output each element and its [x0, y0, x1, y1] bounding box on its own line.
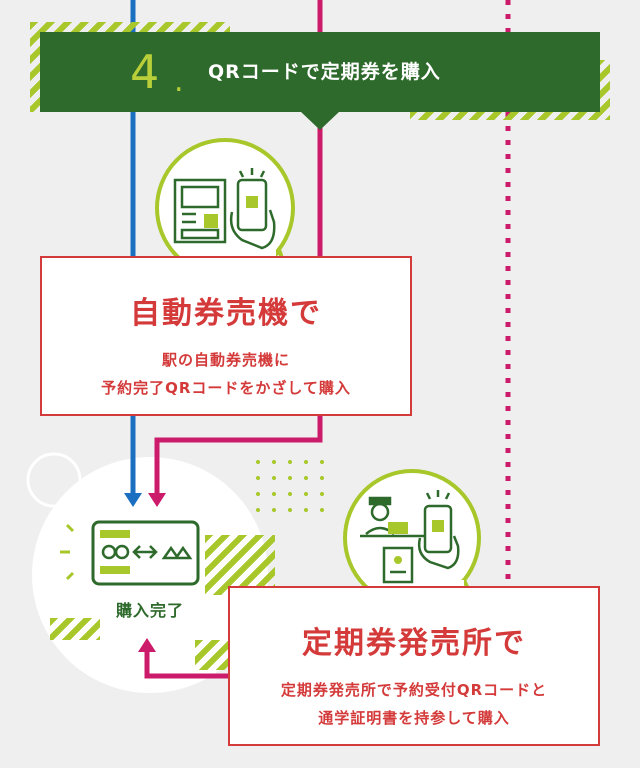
decor-ring: [26, 452, 82, 508]
vending-card-desc-line1: 駅の自動券売機に: [161, 351, 290, 369]
step-title: QRコードで定期券を購入: [208, 61, 441, 83]
step-number: 4: [130, 45, 160, 99]
magenta-route-line: [154, 0, 323, 495]
magenta-return-line: [144, 650, 232, 679]
step-header: 4 . QRコードで定期券を購入: [40, 32, 600, 112]
office-card-desc-line2: 通学証明書を持参して購入: [318, 709, 510, 727]
magenta-return-arrow: [138, 638, 156, 652]
dot-grid: [256, 460, 324, 512]
completion-label: 購入完了: [115, 601, 184, 620]
vending-card: 自動券売機で 駅の自動券売機に 予約完了QRコードをかざして購入: [40, 256, 412, 416]
blue-arrow-head: [124, 493, 142, 507]
office-card: 定期券発売所で 定期券発売所で予約受付QRコードと 通学証明書を持参して購入: [228, 586, 600, 746]
step-number-dot: .: [174, 64, 184, 99]
vending-card-desc-line2: 予約完了QRコードをかざして購入: [101, 379, 351, 397]
vending-card-title: 自動券売機で: [130, 296, 322, 331]
decor-stripe: [50, 618, 100, 640]
office-card-desc-line1: 定期券発売所で予約受付QRコードと: [280, 681, 548, 699]
magenta-arrow-head: [148, 493, 166, 507]
decor-stripe: [205, 535, 275, 595]
office-card-title: 定期券発売所で: [302, 626, 526, 661]
decor-stripe: [195, 640, 230, 670]
